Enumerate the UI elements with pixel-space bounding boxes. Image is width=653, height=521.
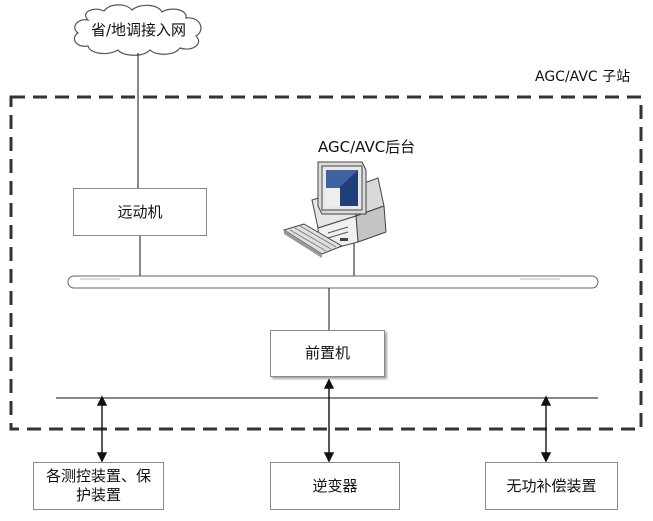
arrow-protection: [96, 395, 108, 463]
protection-box[interactable]: 各测控装置、保护装置: [33, 462, 164, 510]
substation-label: AGC/AVC 子站: [535, 69, 631, 85]
cloud-label: 省/地调接入网: [91, 21, 187, 39]
substation-boundary: [9, 95, 643, 431]
reactive-label: 无功补偿装置: [506, 476, 597, 495]
cloud-shape: [73, 4, 202, 56]
arrow-frontend: [323, 378, 335, 463]
front-end-label: 前置机: [304, 344, 350, 362]
inverter-box[interactable]: 逆变器: [270, 462, 400, 510]
front-end-box[interactable]: 前置机: [270, 330, 385, 377]
computer-icon: [282, 161, 387, 258]
reactive-box[interactable]: 无功补偿装置: [485, 462, 618, 510]
arrow-reactive: [540, 395, 552, 463]
network-bus: [67, 275, 599, 289]
telecontrol-box[interactable]: 远动机: [73, 188, 207, 236]
inverter-label: 逆变器: [312, 476, 358, 495]
protection-label: 各测控装置、保护装置: [45, 467, 151, 504]
workstation-label: AGC/AVC后台: [318, 138, 416, 156]
telecontrol-label: 远动机: [117, 202, 163, 221]
